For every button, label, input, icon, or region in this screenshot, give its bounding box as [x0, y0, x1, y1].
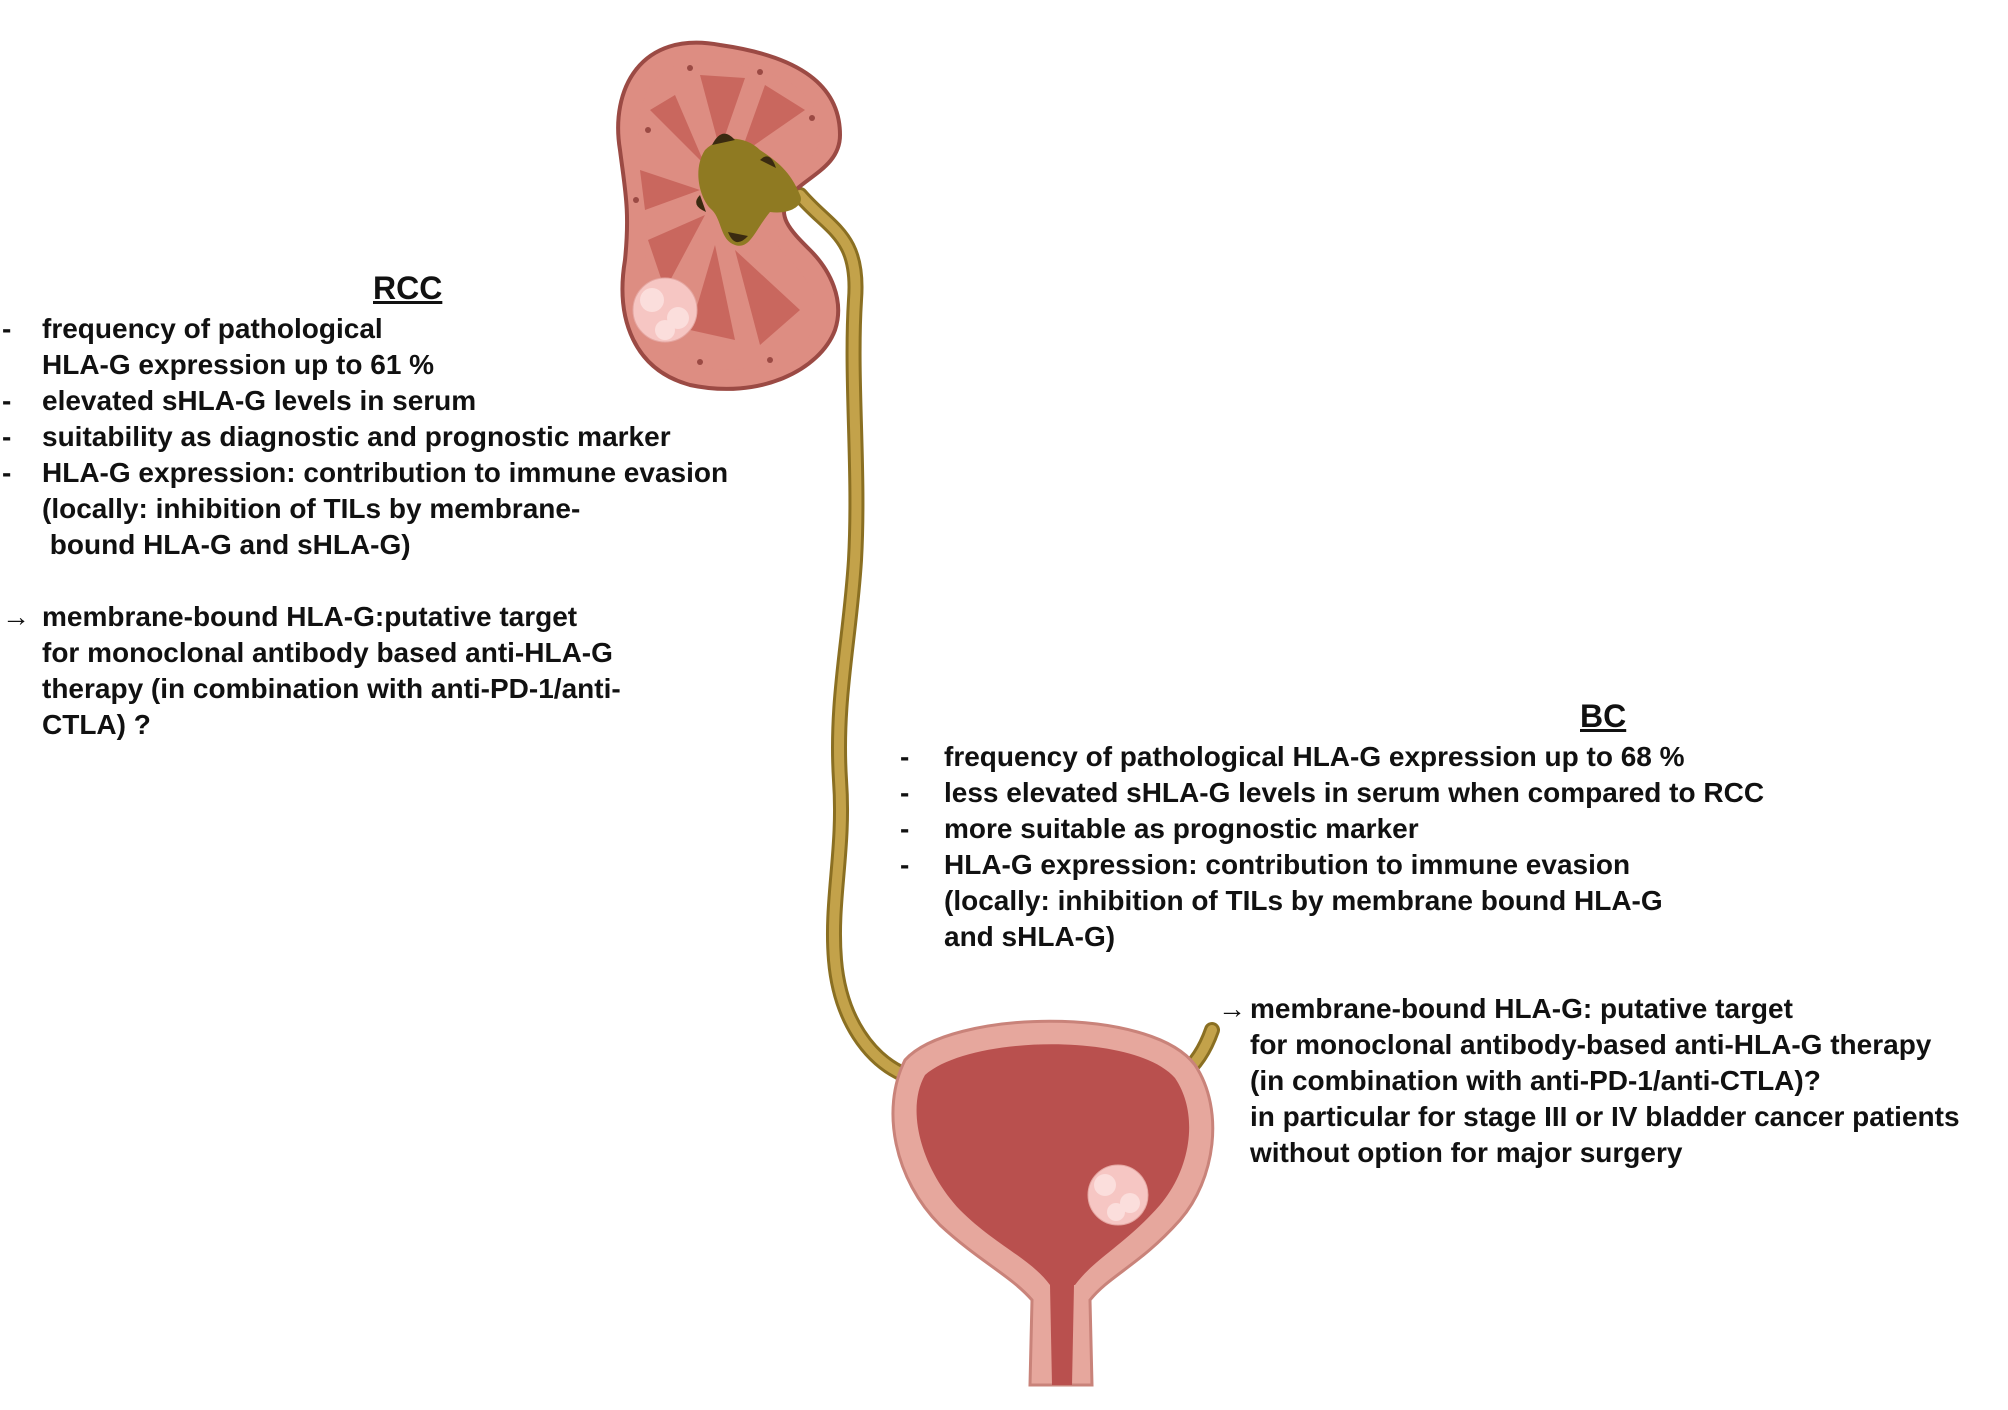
bc-finding-row: - HLA-G expression: contribution to immun…: [900, 847, 1630, 883]
bc-therapy-row: without option for major surgery: [1218, 1135, 1682, 1171]
rcc-finding-row: for monoclonal antibody based anti-HLA-G: [2, 635, 613, 671]
bc-finding-text: more suitable as prognostic marker: [944, 813, 1419, 844]
bc-therapy-text: (in combination with anti-PD-1/anti-CTLA…: [1250, 1065, 1821, 1096]
rcc-finding-text: HLA-G expression up to 61 %: [42, 349, 435, 380]
list-marker: -: [900, 777, 910, 808]
rcc-finding-row: therapy (in combination with anti-PD-1/a…: [2, 671, 621, 707]
bc-therapy-row: in particular for stage III or IV bladde…: [1218, 1099, 1960, 1135]
rcc-finding-text: frequency of pathological: [42, 313, 383, 344]
rcc-finding-text: HLA-G expression: contribution to immune…: [42, 457, 729, 488]
rcc-finding-text: for monoclonal antibody based anti-HLA-G: [42, 637, 613, 668]
bc-therapy-row: →membrane-bound HLA-G: putative target: [1218, 991, 1793, 1027]
rcc-finding-text: bound HLA-G and sHLA-G): [42, 529, 411, 560]
bc-finding-text: less elevated sHLA-G levels in serum whe…: [944, 777, 1765, 808]
bc-therapy-text: membrane-bound HLA-G: putative target: [1250, 993, 1793, 1024]
bc-finding-text: frequency of pathological HLA-G expressi…: [944, 741, 1685, 772]
list-marker: -: [2, 457, 12, 488]
bc-therapy-text: in particular for stage III or IV bladde…: [1250, 1101, 1960, 1132]
bc-finding-row: - less elevated sHLA-G levels in serum wh…: [900, 775, 1764, 811]
rcc-finding-text: elevated sHLA-G levels in serum: [42, 385, 477, 416]
rcc-finding-text: therapy (in combination with anti-PD-1/a…: [42, 673, 621, 704]
rcc-finding-row: HLA-G expression up to 61 %: [2, 347, 434, 383]
rcc-finding-row: -elevated sHLA-G levels in serum: [2, 383, 476, 419]
bc-therapy-row: for monoclonal antibody-based anti-HLA-G…: [1218, 1027, 1931, 1063]
rcc-heading: RCC: [373, 270, 443, 306]
bladder-illustration: [891, 1019, 1215, 1387]
tumor-nodule: [632, 277, 698, 343]
bc-therapy-row: (in combination with anti-PD-1/anti-CTLA…: [1218, 1063, 1821, 1099]
bc-finding-text: HLA-G expression: contribution to immune…: [944, 849, 1631, 880]
bc-heading: BC: [1580, 698, 1627, 734]
bc-therapy-text: for monoclonal antibody-based anti-HLA-G…: [1250, 1029, 1932, 1060]
list-marker: -: [900, 849, 910, 880]
arrow-icon: →: [2, 601, 30, 632]
bc-finding-row: - frequency of pathological HLA-G express…: [900, 739, 1685, 775]
kidney-illustration: [616, 40, 843, 391]
list-marker: -: [2, 421, 12, 452]
list-marker: -: [900, 813, 910, 844]
rcc-finding-text: membrane-bound HLA-G:putative target: [42, 601, 578, 632]
list-marker: -: [2, 313, 12, 344]
rcc-finding-row: bound HLA-G and sHLA-G): [2, 527, 411, 563]
rcc-finding-row: -frequency of pathological: [2, 311, 383, 347]
bc-finding-row: and sHLA-G): [900, 919, 1115, 955]
rcc-finding-text: (locally: inhibition of TILs by membrane…: [42, 493, 581, 524]
rcc-finding-row: (locally: inhibition of TILs by membrane…: [2, 491, 580, 527]
bc-finding-text: and sHLA-G): [944, 921, 1116, 952]
bc-therapy-text: without option for major surgery: [1250, 1137, 1683, 1168]
bc-finding-row: - more suitable as prognostic marker: [900, 811, 1419, 847]
tumor-nodule: [1087, 1164, 1149, 1226]
rcc-finding-row: -HLA-G expression: contribution to immun…: [2, 455, 728, 491]
rcc-finding-text: suitability as diagnostic and prognostic…: [42, 421, 671, 452]
list-marker: -: [2, 385, 12, 416]
ureter-illustration: [792, 187, 1220, 1083]
rcc-finding-text: CTLA) ?: [42, 709, 151, 740]
rcc-finding-row: -suitability as diagnostic and prognosti…: [2, 419, 671, 455]
list-marker: -: [900, 741, 910, 772]
rcc-finding-row: → membrane-bound HLA-G:putative target: [2, 599, 577, 635]
bc-finding-row: (locally: inhibition of TILs by membrane…: [900, 883, 1663, 919]
arrow-icon: →: [1218, 993, 1246, 1024]
bc-finding-text: (locally: inhibition of TILs by membrane…: [944, 885, 1663, 916]
rcc-finding-row: CTLA) ?: [2, 707, 151, 743]
